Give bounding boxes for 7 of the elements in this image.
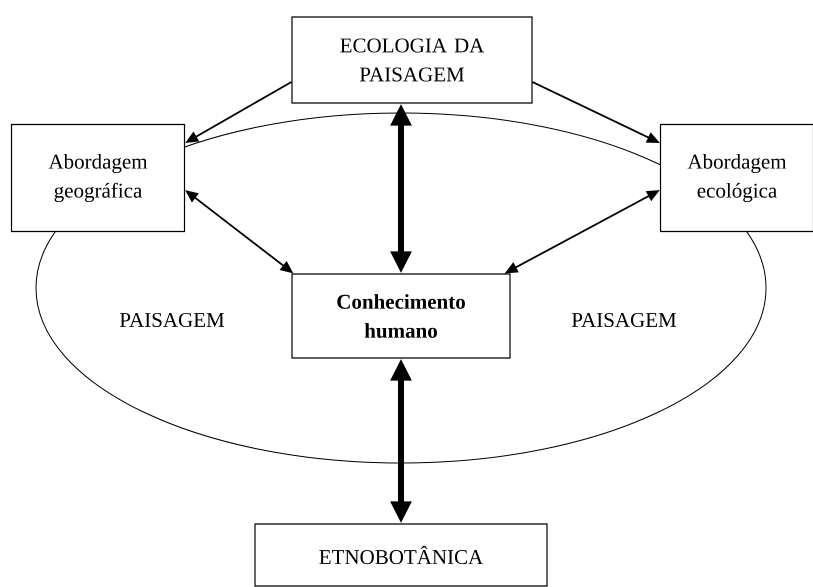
process-box: Abordagem geográfica [10,124,186,232]
region-label: PAISAGEM [572,312,676,328]
process-box: Abordagem ecológica [660,124,813,232]
process-box: ETNOBOTÂNICA [254,523,548,587]
region-label: PAISAGEM [120,312,224,328]
central-box: Conhecimento humano [291,273,511,359]
process-box: ECOLOGIA DA PAISAGEM [291,16,533,104]
